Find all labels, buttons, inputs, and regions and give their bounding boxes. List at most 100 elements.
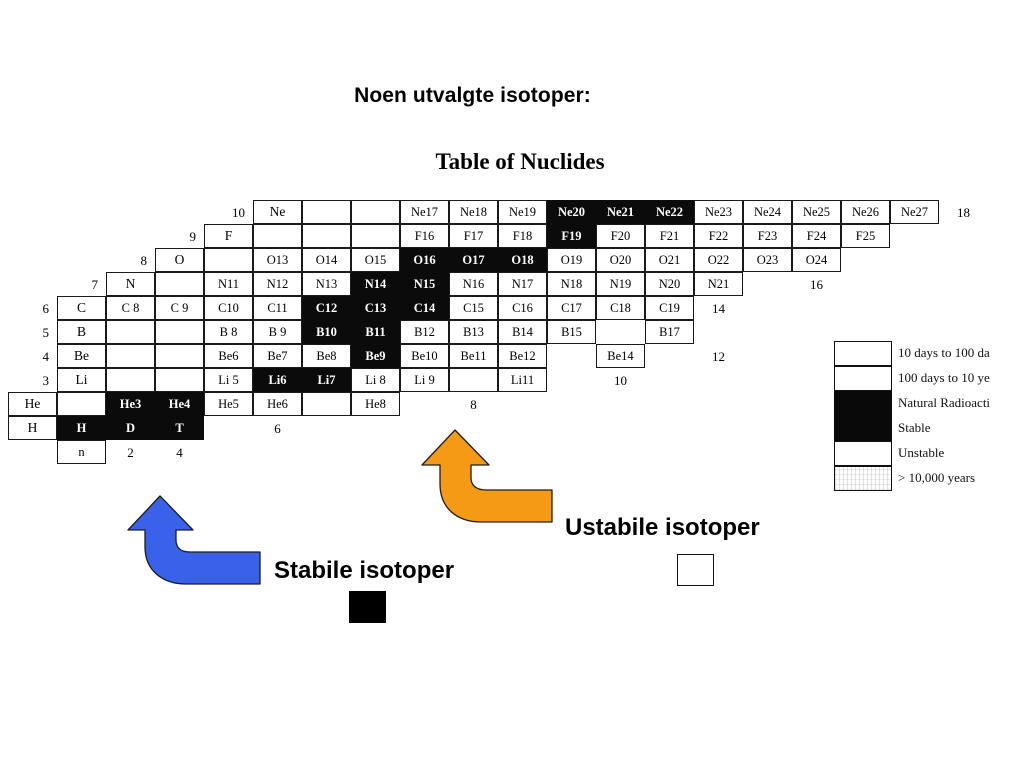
- nuclide-cell: N11: [204, 272, 253, 296]
- nuclide-cell: N21: [694, 272, 743, 296]
- nuclide-cell: Ne21: [596, 200, 645, 224]
- element-symbol-cell: N: [106, 272, 155, 296]
- nuclide-cell: O14: [302, 248, 351, 272]
- nuclide-cell: [155, 368, 204, 392]
- nuclide-cell: [302, 200, 351, 224]
- element-symbol-cell: Ne: [253, 200, 302, 224]
- nuclide-cell: Be10: [400, 344, 449, 368]
- nuclide-cell: D: [106, 416, 155, 440]
- n-axis-label: 14: [712, 301, 725, 316]
- nuclide-cell: He6: [253, 392, 302, 416]
- nuclide-cell: Ne20: [547, 200, 596, 224]
- nuclide-cell: B17: [645, 320, 694, 344]
- legend-swatch: [834, 416, 892, 441]
- z-axis-label: 6: [42, 301, 50, 316]
- nuclide-cell: F16: [400, 224, 449, 248]
- nuclide-cell: Li11: [498, 368, 547, 392]
- z-axis-label: 4: [42, 349, 50, 364]
- nuclide-cell: Be11: [449, 344, 498, 368]
- nuclide-cell: Ne24: [743, 200, 792, 224]
- nuclide-cell: Ne17: [400, 200, 449, 224]
- nuclide-cell: F20: [596, 224, 645, 248]
- nuclide-cell: [253, 224, 302, 248]
- chart-title: Table of Nuclides: [435, 149, 605, 174]
- nuclide-cell: N17: [498, 272, 547, 296]
- n-axis-label: 18: [957, 205, 970, 220]
- nuclide-cell: N14: [351, 272, 400, 296]
- n-axis-label: 10: [614, 373, 627, 388]
- nuclide-cell: C15: [449, 296, 498, 320]
- nuclide-cell: [57, 392, 106, 416]
- nuclide-cell: O16: [400, 248, 449, 272]
- nuclide-cell: O22: [694, 248, 743, 272]
- nuclide-cell: Ne22: [645, 200, 694, 224]
- nuclide-cell: C13: [351, 296, 400, 320]
- nuclide-cell: [302, 224, 351, 248]
- legend-label: Natural Radioacti: [898, 395, 991, 410]
- legend-swatch: [834, 466, 892, 491]
- element-symbol-cell: H: [8, 416, 57, 440]
- nuclide-cell: B13: [449, 320, 498, 344]
- nuclide-cell: F24: [792, 224, 841, 248]
- nuclide-cell: O19: [547, 248, 596, 272]
- element-symbol-cell: O: [155, 248, 204, 272]
- unstable-isotopes-label: Ustabile isotoper: [565, 514, 760, 541]
- legend-swatch: [834, 366, 892, 391]
- blue-curved-arrow: [127, 495, 261, 585]
- nuclide-cell: n: [57, 440, 106, 464]
- z-axis-label: 10: [232, 205, 245, 220]
- nuclide-cell: He4: [155, 392, 204, 416]
- n-axis-label: 6: [274, 421, 281, 436]
- nuclide-cell: Be12: [498, 344, 547, 368]
- nuclide-cell: Li6: [253, 368, 302, 392]
- nuclide-cell: Ne23: [694, 200, 743, 224]
- nuclide-cell: F22: [694, 224, 743, 248]
- legend-row: 10 days to 100 da: [834, 341, 1024, 366]
- element-symbol-cell: Be: [57, 344, 106, 368]
- n-axis-label: 16: [810, 277, 823, 292]
- element-symbol-cell: F: [204, 224, 253, 248]
- legend-row: 100 days to 10 ye: [834, 366, 1024, 391]
- nuclide-cell: B 8: [204, 320, 253, 344]
- n-axis-label: 8: [470, 397, 477, 412]
- nuclide-cell: [155, 320, 204, 344]
- nuclide-cell: Be8: [302, 344, 351, 368]
- nuclide-cell: [351, 224, 400, 248]
- nuclide-cell: [302, 392, 351, 416]
- z-axis-label: 8: [140, 253, 148, 268]
- nuclide-cell: Ne18: [449, 200, 498, 224]
- nuclide-cell: N16: [449, 272, 498, 296]
- nuclide-cell: O21: [645, 248, 694, 272]
- unstable-isotopes-swatch: [677, 554, 714, 586]
- nuclide-cell: B10: [302, 320, 351, 344]
- nuclide-cell: He8: [351, 392, 400, 416]
- nuclide-cell: O13: [253, 248, 302, 272]
- orange-curved-arrow: [421, 429, 553, 523]
- nuclide-cell: F23: [743, 224, 792, 248]
- n-axis-label: 2: [127, 445, 134, 460]
- nuclide-cell: C11: [253, 296, 302, 320]
- nuclide-cell: Be7: [253, 344, 302, 368]
- page-title: Noen utvalgte isotoper:: [354, 84, 591, 107]
- element-symbol-cell: Li: [57, 368, 106, 392]
- nuclide-cell: [351, 200, 400, 224]
- nuclide-cell: B15: [547, 320, 596, 344]
- z-axis-label: 3: [42, 373, 50, 388]
- legend-swatch: [834, 341, 892, 366]
- nuclide-cell: C14: [400, 296, 449, 320]
- nuclide-cell: O18: [498, 248, 547, 272]
- legend-row: > 10,000 years: [834, 466, 1024, 491]
- nuclide-cell: T: [155, 416, 204, 440]
- stable-isotopes-label: Stabile isotoper: [274, 557, 455, 584]
- n-axis-label: 12: [712, 349, 725, 364]
- nuclide-cell: Ne26: [841, 200, 890, 224]
- nuclide-cell: O20: [596, 248, 645, 272]
- nuclide-cell: C10: [204, 296, 253, 320]
- nuclide-cell: Li7: [302, 368, 351, 392]
- stable-isotopes-swatch: [349, 591, 386, 623]
- nuclide-cell: N20: [645, 272, 694, 296]
- nuclide-cell: N15: [400, 272, 449, 296]
- legend-swatch: [834, 441, 892, 466]
- nuclide-cell: B 9: [253, 320, 302, 344]
